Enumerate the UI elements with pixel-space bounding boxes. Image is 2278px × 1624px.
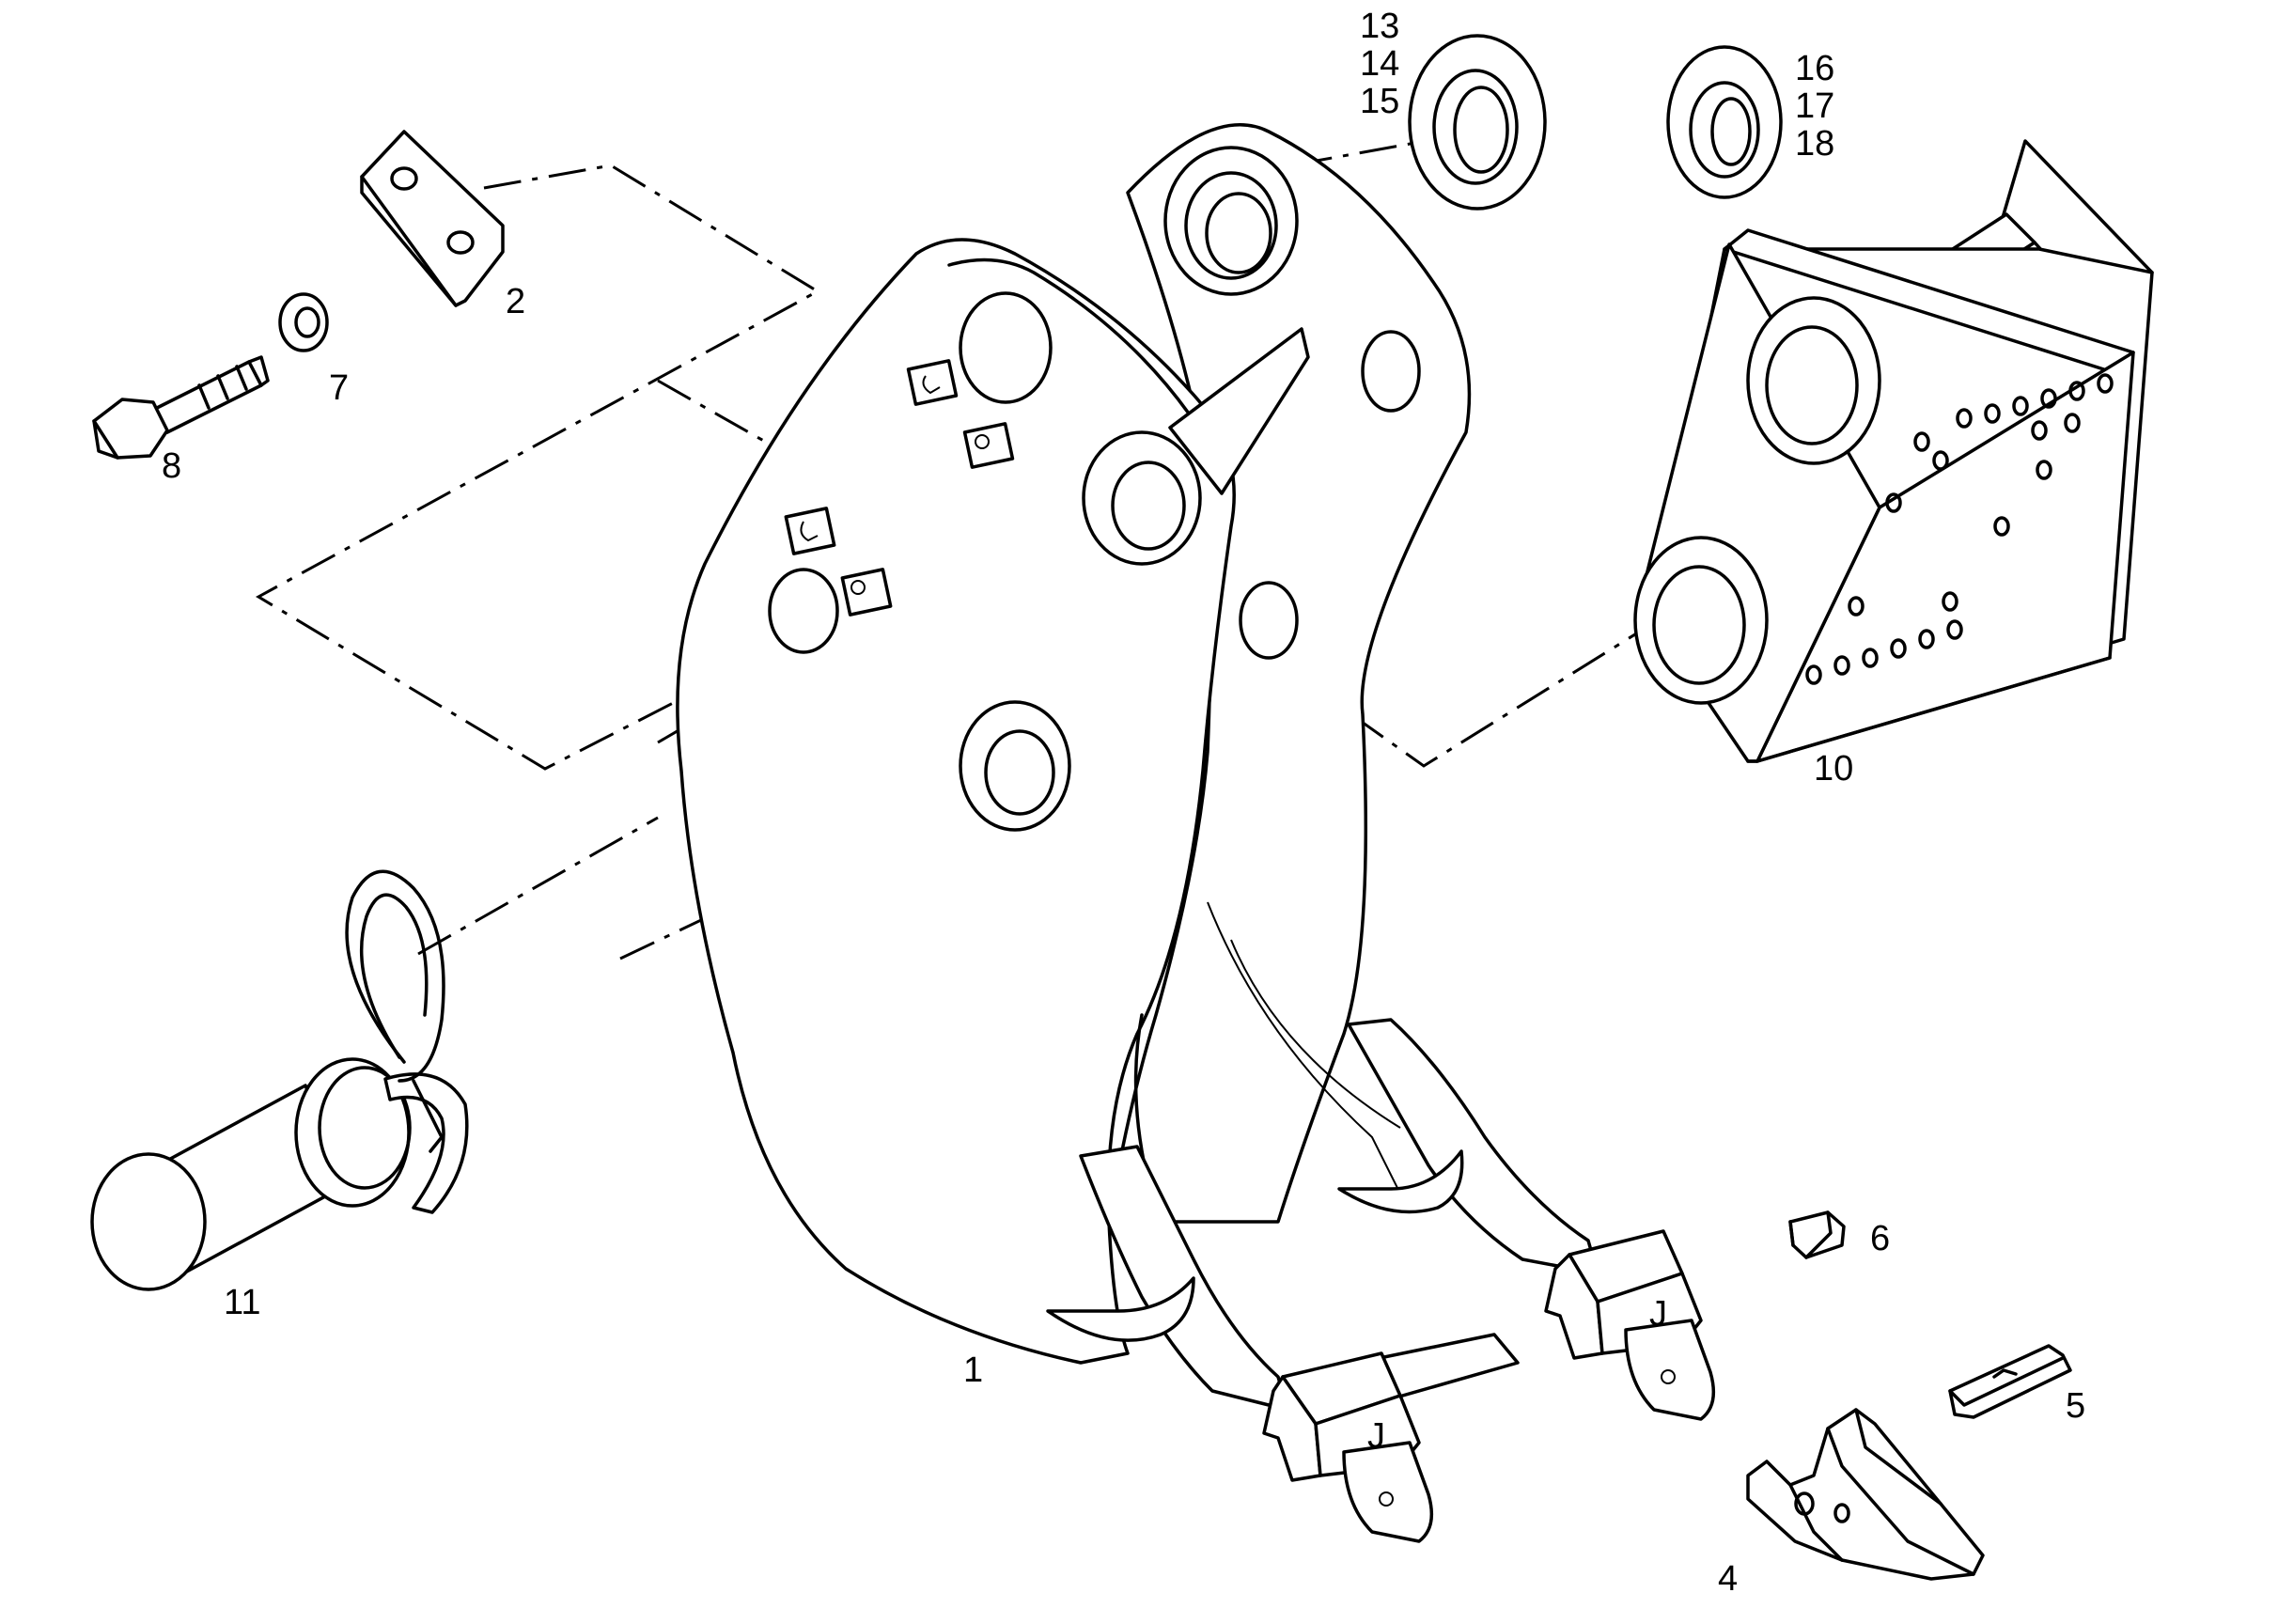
plate-nut-2 <box>962 422 1015 469</box>
hole-rear-lower <box>1239 581 1299 660</box>
part-8-bolt <box>92 355 270 460</box>
svg-text:J: J <box>1649 1294 1667 1334</box>
label-11: 11 <box>224 1283 260 1322</box>
boss-rear-top <box>1163 146 1299 296</box>
label-7: 7 <box>329 368 349 408</box>
label-6: 6 <box>1870 1219 1890 1258</box>
label-5: 5 <box>2066 1386 2085 1426</box>
part-11-pin <box>90 869 469 1291</box>
label-4: 4 <box>1718 1559 1738 1599</box>
part-10-bolt-holes <box>1805 373 2114 685</box>
label-17: 17 <box>1795 86 1834 126</box>
part-2-bracket <box>360 130 505 307</box>
label-10: 10 <box>1814 749 1853 789</box>
svg-text:J: J <box>1367 1416 1385 1456</box>
label-13: 13 <box>1360 7 1399 46</box>
hole-rear-upper <box>1361 330 1421 413</box>
part-7-washer <box>278 292 329 352</box>
shank-arm-left <box>1079 1145 1289 1412</box>
boss-front-lower <box>959 700 1071 832</box>
label-18: 18 <box>1795 124 1834 164</box>
hole-front-left <box>768 568 839 654</box>
label-16: 16 <box>1795 49 1834 88</box>
label-2: 2 <box>506 282 525 321</box>
boss-front-middle <box>1082 430 1202 566</box>
hole-front-top <box>959 291 1053 404</box>
part-10-upper-bore <box>1746 296 1881 465</box>
label-14: 14 <box>1360 44 1399 84</box>
part-4-tooth <box>1746 1408 1985 1581</box>
part-10-lower-bore <box>1633 536 1769 705</box>
plate-nut-1 <box>906 359 959 406</box>
tooth-adapter-left: J <box>1262 1351 1434 1543</box>
part-13-bushing <box>1408 34 1547 211</box>
plate-nut-4 <box>840 568 893 617</box>
label-1: 1 <box>963 1351 983 1390</box>
label-15: 15 <box>1360 82 1399 121</box>
ripper-shank <box>676 123 1599 1412</box>
shank-arm-right <box>1347 1018 1599 1275</box>
part-6-nut <box>1788 1210 1846 1259</box>
part-labels: 1 2 4 5 6 7 8 10 11 13 14 15 16 17 18 <box>162 7 2085 1599</box>
tooth-adapter-right: J <box>1544 1229 1716 1421</box>
part-5-lock-pin <box>1948 1344 2072 1419</box>
plate-nut-3 <box>784 507 836 555</box>
label-8: 8 <box>162 446 181 486</box>
part-16-bushing <box>1666 45 1783 199</box>
part-10-mounting-bracket <box>1633 139 2154 763</box>
